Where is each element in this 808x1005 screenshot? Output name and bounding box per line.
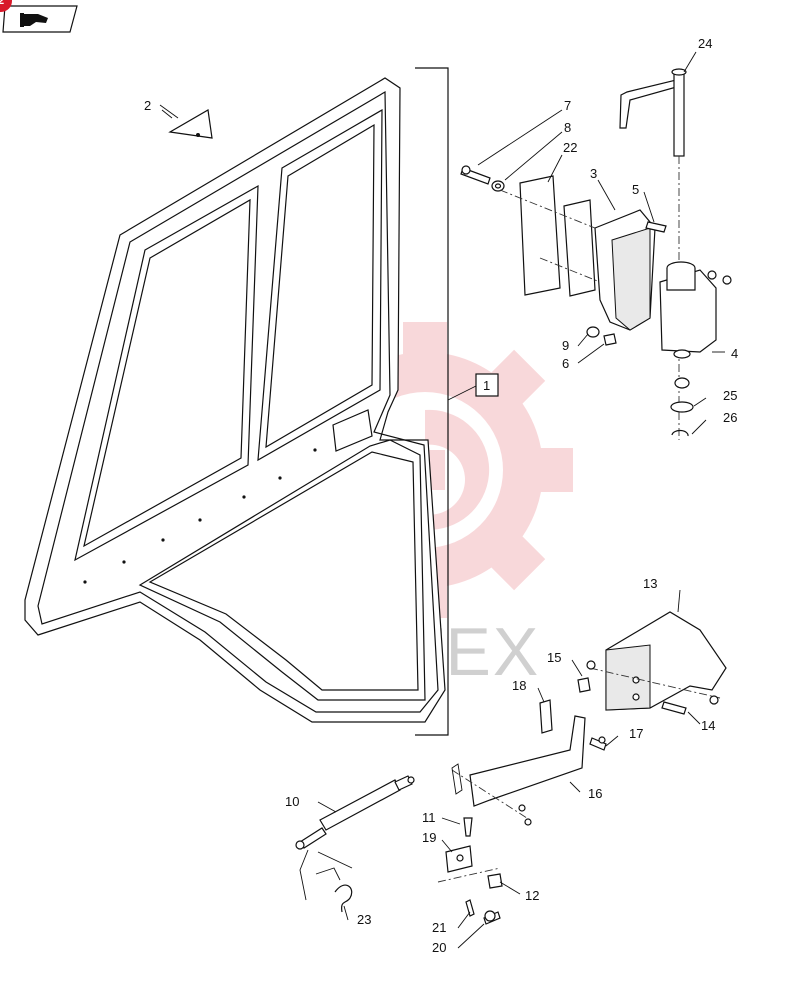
callout-22: 22 [563, 140, 577, 155]
callout-26: 26 [723, 410, 737, 425]
part-10-gas-strut [295, 775, 415, 913]
leader-lines [161, 109, 725, 949]
callout-15: 15 [547, 650, 561, 665]
part-16-support-bracket [451, 699, 607, 826]
callout-7: 7 [564, 98, 571, 113]
callout-16: 16 [588, 786, 602, 801]
callout-12: 12 [525, 888, 539, 903]
callout-25: 25 [723, 388, 737, 403]
callout-14: 14 [701, 718, 715, 733]
callout-3: 3 [590, 166, 597, 181]
callout-24: 24 [698, 36, 712, 51]
callout-9: 9 [562, 338, 569, 353]
door-frame [24, 77, 446, 723]
callout-6: 6 [562, 356, 569, 371]
assembly-bracket: 1 [415, 67, 499, 736]
callout-4: 4 [731, 346, 738, 361]
part-2-triangle-plate [159, 104, 213, 139]
callout-2: 2 [144, 98, 151, 113]
callout-assembly: 1 [483, 378, 490, 393]
callout-23: 23 [357, 912, 371, 927]
callout-8: 8 [564, 120, 571, 135]
callout-13: 13 [643, 576, 657, 591]
hand-pointing-icon [20, 13, 48, 27]
nav-button[interactable] [2, 5, 78, 33]
hinge-assembly [460, 51, 732, 440]
callout-20: 20 [432, 940, 446, 955]
callout-21: 21 [432, 920, 446, 935]
callout-19: 19 [422, 830, 436, 845]
part-13-cover [577, 611, 727, 715]
callout-17: 17 [629, 726, 643, 741]
callout-10: 10 [285, 794, 299, 809]
small-fasteners [437, 817, 503, 925]
callout-18: 18 [512, 678, 526, 693]
callout-5: 5 [632, 182, 639, 197]
callout-11: 11 [422, 810, 436, 825]
callout-labels: 2 3 4 5 6 7 8 9 10 11 12 13 14 15 16 17 … [144, 36, 738, 955]
